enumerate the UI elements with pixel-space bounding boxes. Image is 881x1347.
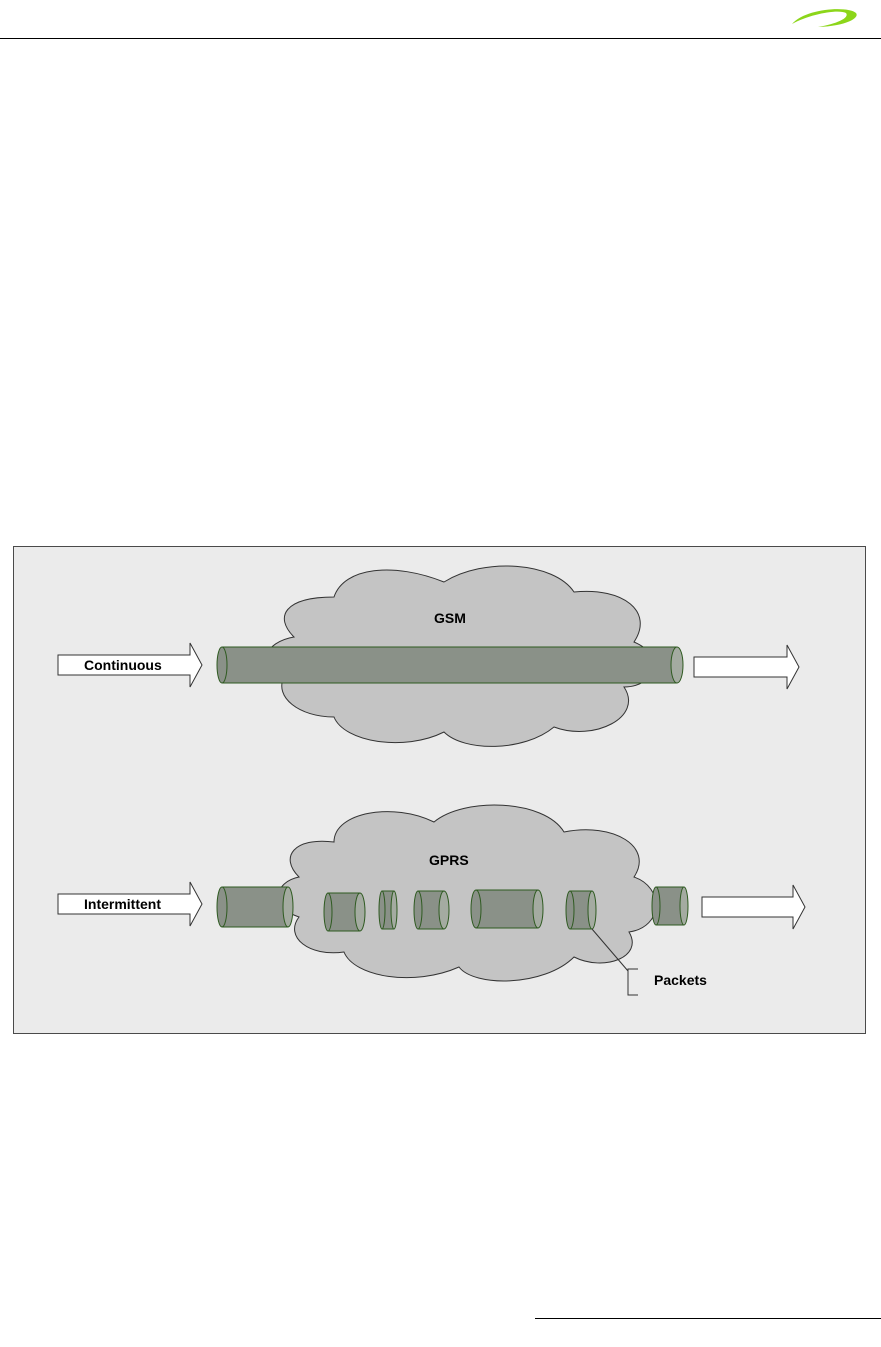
gsm-label: GSM: [434, 610, 466, 626]
packet: [414, 891, 449, 929]
logo-swoosh-icon: [788, 4, 860, 32]
packets-label: Packets: [654, 972, 707, 988]
gprs-label: GPRS: [429, 852, 469, 868]
gsm-output-arrow-icon: [694, 645, 799, 689]
intermittent-label: Intermittent: [84, 896, 161, 912]
gprs-output-arrow-icon: [702, 885, 805, 929]
gsm-continuous-pipe: [217, 647, 683, 683]
packet: [324, 893, 365, 931]
footer-rule: [535, 1318, 881, 1319]
header-rule: [0, 38, 881, 39]
packet: [379, 891, 397, 929]
packet: [652, 887, 688, 925]
packet: [566, 891, 596, 929]
continuous-label: Continuous: [84, 657, 162, 673]
packet: [471, 890, 543, 928]
gsm-vs-gprs-diagram: GSM Continuous GPRS Intermittent: [13, 546, 866, 1034]
packet: [217, 887, 293, 927]
